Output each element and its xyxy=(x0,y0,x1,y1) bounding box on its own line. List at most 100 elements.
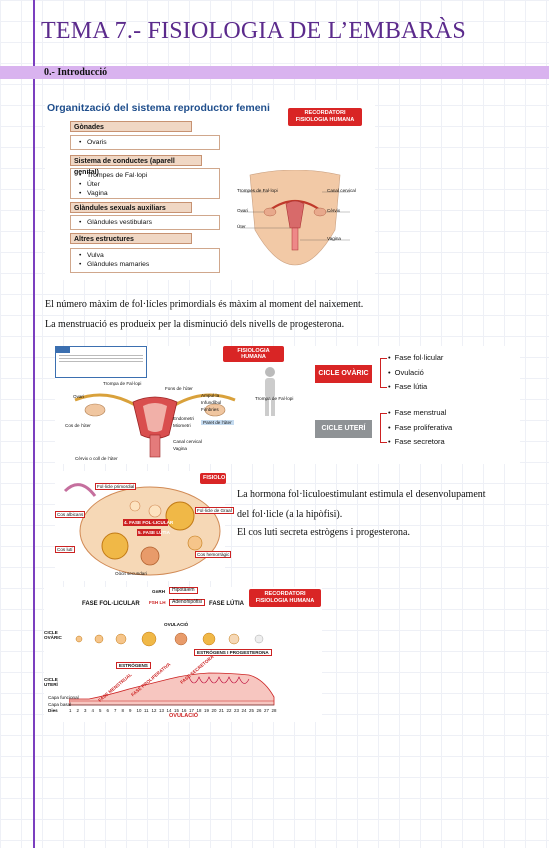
figure-ovarian-cycle: 4. FASE FOL·LICULAR 5. FASE LÚTIA Fol·li… xyxy=(55,471,234,581)
pituitary-label: Adenohipòfisi xyxy=(169,599,206,606)
badge-recordatori: RECORDATORI FISIOLOGIA HUMANA xyxy=(288,108,362,126)
section-heading-bar xyxy=(0,66,549,79)
hormone-label: ESTRÒGENS xyxy=(116,662,151,669)
category-header: Altres estructures xyxy=(70,233,192,244)
day-tick-label: 9 xyxy=(129,708,132,713)
category-list: Vulva Glàndules mamaries xyxy=(70,248,220,273)
anatomy-label: Paret de l’úter xyxy=(201,420,234,425)
follicle-development-row xyxy=(75,631,264,647)
diagram-label: Cos albicans xyxy=(55,511,86,518)
anatomy-label: Cos de l’úter xyxy=(65,423,91,428)
diagram-label: Cos lutí xyxy=(55,546,75,553)
layer-label: Capa funcional xyxy=(48,695,79,700)
uterine-cycle-label: CICLE UTERÍ xyxy=(44,677,58,687)
anatomy-label: Trompa de Fal·lopi xyxy=(103,381,142,386)
anatomy-label: Fons de l’úter xyxy=(165,386,193,391)
figure-menstrual-cycle-timeline: RECORDATORI FISIOLOGIA HUMANA GnRH Hipot… xyxy=(44,587,322,722)
paragraph-line: El cos luti secreta estrògens i progeste… xyxy=(237,527,410,538)
day-tick-label: 6 xyxy=(106,708,109,713)
cycle-phase-list: Fase menstrual Fase proliferativa Fase s… xyxy=(388,406,453,450)
day-tick-label: 14 xyxy=(166,708,172,713)
phase-luteal-label: FASE LÚTIA xyxy=(209,601,245,607)
day-tick-label: 1 xyxy=(69,708,72,713)
anatomy-label: Endometri xyxy=(173,416,194,421)
anatomy-label: Ovari xyxy=(237,208,248,213)
days-label: Dies xyxy=(48,708,58,713)
cycle-tag-ovaric: CICLE OVÀRIC xyxy=(315,365,372,383)
bracket xyxy=(380,413,387,443)
day-tick-label: 2 xyxy=(76,708,79,713)
fsh-lh-label: FSH LH xyxy=(149,600,166,605)
day-tick-label: 21 xyxy=(219,708,224,713)
layer-label: Capa basal xyxy=(48,702,72,707)
phase-follicular-label: FASE FOL·LICULAR xyxy=(82,601,140,607)
day-tick-label: 15 xyxy=(174,708,179,713)
badge-fisiologia: FISIOLO xyxy=(200,473,226,484)
diagram-label: Fol·licle primordial xyxy=(95,483,137,490)
cycle-phase-list: Fase fol·licular Ovulació Fase lútia xyxy=(388,351,444,395)
day-tick-label: 22 xyxy=(226,708,232,713)
gnrh-label: GnRH xyxy=(152,589,166,594)
ovarian-cycle-label: CICLE OVÀRIC xyxy=(44,630,62,640)
figure-title: Organització del sistema reproductor fem… xyxy=(47,102,270,114)
category-list: Trompes de Fal·lopi Úter Vagina xyxy=(70,168,220,199)
badge-recordatori: RECORDATORI FISIOLOGIA HUMANA xyxy=(249,589,321,607)
anatomy-label: Ampul·la xyxy=(201,393,220,398)
anatomy-label: Canal cervical xyxy=(327,188,356,193)
anatomy-label: Vagina xyxy=(173,446,187,451)
female-pelvis-illustration xyxy=(240,170,350,266)
anatomy-label: Vagina xyxy=(327,236,341,241)
paragraph-line: La menstruació es produeix per la dismin… xyxy=(45,319,345,330)
day-tick-label: 20 xyxy=(211,708,217,713)
uterus-illustration xyxy=(74,393,236,458)
diagram-label: 5. FASE LÚTIA xyxy=(138,530,170,535)
day-tick-label: 24 xyxy=(241,708,247,713)
paragraph-line: El número màxim de fol·lícles primordial… xyxy=(45,299,364,310)
day-tick-label: 17 xyxy=(189,708,194,713)
day-tick-label: 4 xyxy=(91,708,94,713)
figure-reproductive-anatomy-cycles: FISIOLOGIA HUMANA Trompa de Fal·lopi Fon… xyxy=(55,346,520,464)
info-box xyxy=(55,346,147,378)
paragraph-line: del fol·licle (a la hipòfisi). xyxy=(237,509,343,520)
day-tick-label: 7 xyxy=(114,708,117,713)
hypothalamus-label: Hipotàlem xyxy=(169,587,198,594)
anatomy-label: Infundíbul xyxy=(201,400,222,405)
category-list: Glàndules vestibulars xyxy=(70,215,220,230)
anatomy-label: Miometri xyxy=(173,423,191,428)
day-tick-label: 28 xyxy=(271,708,277,713)
category-header: Sistema de conductes (aparell genital) xyxy=(70,155,202,176)
badge-fisiologia: FISIOLOGIA HUMANA xyxy=(223,346,284,362)
hormone-label: ESTRÒGENS I PROGESTERONA xyxy=(194,649,272,656)
category-list: Ovaris xyxy=(70,135,220,150)
figure-reproductive-organization: Organització del sistema reproductor fem… xyxy=(45,100,375,280)
bracket xyxy=(380,358,387,388)
notebook-margin-line xyxy=(33,0,35,848)
ovary-follicles-illustration xyxy=(63,483,221,576)
anatomy-label: Ovari xyxy=(73,394,84,399)
person-figure-icon xyxy=(265,367,275,416)
category-header: Gònades xyxy=(70,121,192,132)
diagram-label: 4. FASE FOL·LICULAR xyxy=(124,520,174,525)
paragraph-line: La hormona fol·liculoestimulant estimula… xyxy=(237,489,486,500)
day-tick-label: 8 xyxy=(121,708,124,713)
endometrium-timeline xyxy=(69,672,275,706)
day-tick-label: 16 xyxy=(181,708,187,713)
day-tick-label: 3 xyxy=(84,708,87,713)
day-tick-label: 23 xyxy=(234,708,239,713)
anatomy-label: Trompa de Fal·lopi xyxy=(255,396,294,401)
anatomy-label: Cèrvix xyxy=(327,208,341,213)
day-tick-label: 26 xyxy=(256,708,262,713)
anatomy-label: Fimbries xyxy=(201,407,219,412)
anatomy-label: Canal cervical xyxy=(173,439,202,444)
anatomy-label: Cèrvix o coll de l’úter xyxy=(75,456,118,461)
category-header: Glàndules sexuals auxiliars xyxy=(70,202,192,213)
day-tick-label: 11 xyxy=(144,708,149,713)
day-tick-label: 25 xyxy=(249,708,254,713)
ovulation-label: OVULACIÓ xyxy=(169,713,199,719)
diagram-label: Oòcit secundari xyxy=(115,571,147,576)
day-tick-label: 27 xyxy=(264,708,269,713)
page-title: TEMA 7.- FISIOLOGIA DE L’EMBARÀS xyxy=(41,18,466,44)
day-tick-label: 5 xyxy=(99,708,102,713)
diagram-label: Fol·licle de Graaf xyxy=(195,507,234,514)
